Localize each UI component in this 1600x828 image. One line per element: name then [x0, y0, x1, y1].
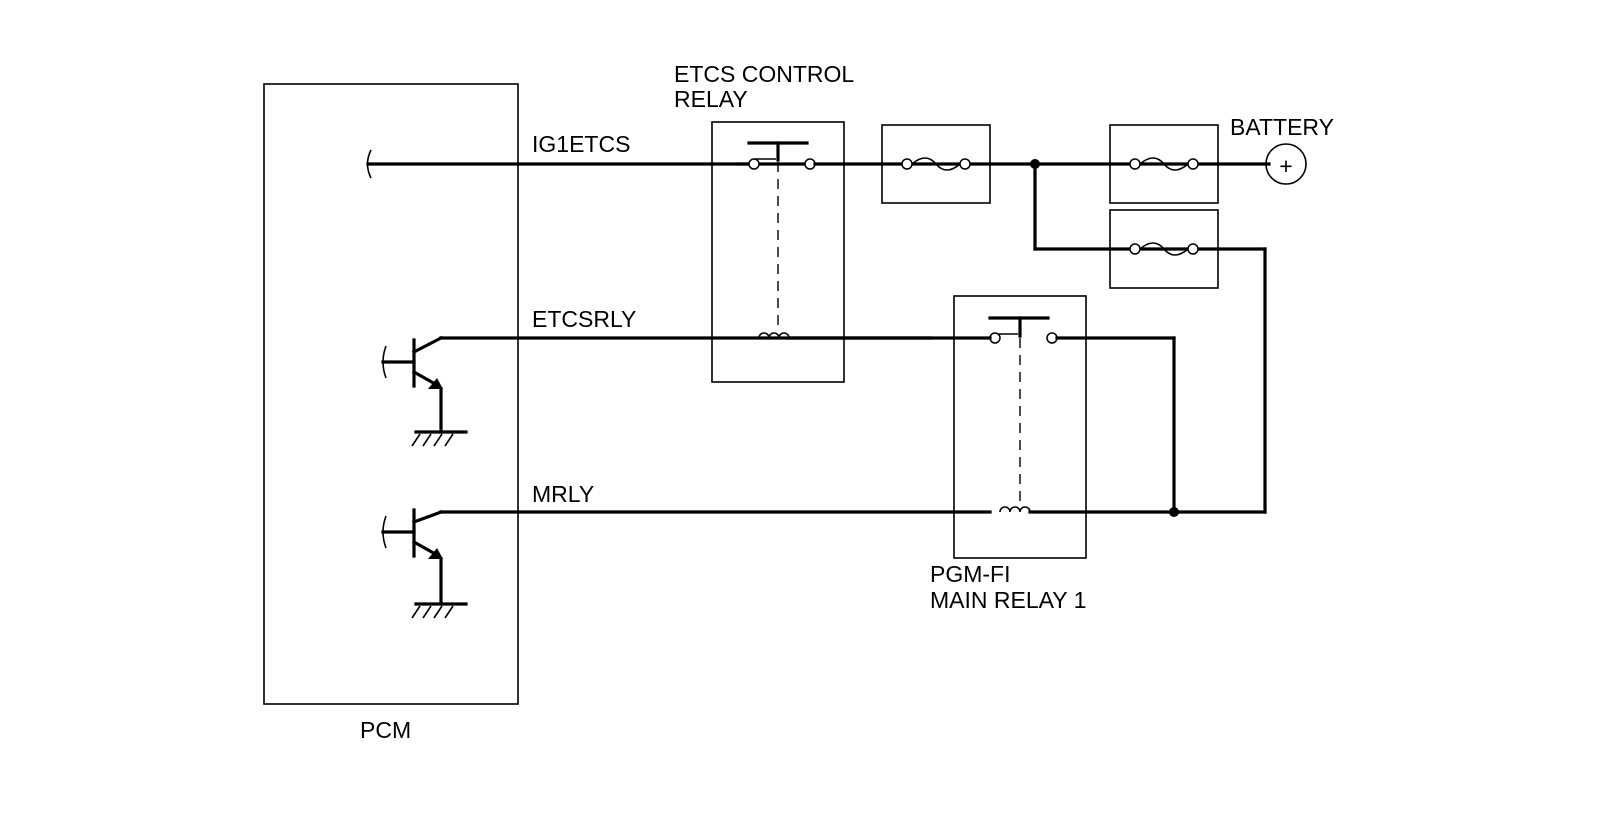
- etcs-relay-label-line1: ETCS CONTROL: [674, 61, 854, 87]
- wire-label-ig1etcs: IG1ETCS: [532, 131, 630, 157]
- mrly-driver-transistor: [381, 508, 992, 619]
- battery-plus: +: [1279, 153, 1292, 179]
- etcs-control-relay: [711, 121, 845, 383]
- etcsrly-driver-transistor: [381, 335, 932, 447]
- etcs-relay-label-line2: RELAY: [674, 86, 748, 112]
- main-relay-label-line2: MAIN RELAY 1: [930, 587, 1086, 613]
- battery-icon: +: [1265, 143, 1307, 185]
- main-relay-label-line1: PGM-FI: [930, 561, 1011, 587]
- wire-label-etcsrly: ETCSRLY: [532, 306, 636, 332]
- fuse-etcs: [881, 124, 991, 204]
- ground-icon: [411, 602, 468, 619]
- junction-dot: [1169, 507, 1179, 517]
- pcm-module: PCM: [263, 83, 519, 743]
- fuse-battery: [1109, 124, 1219, 204]
- ground-icon: [411, 430, 468, 447]
- pgm-fi-main-relay-1: [953, 295, 1087, 559]
- wire-label-mrly: MRLY: [532, 481, 594, 507]
- pcm-label: PCM: [360, 717, 411, 743]
- fuse-main-relay: [1109, 209, 1219, 289]
- battery-label: BATTERY: [1230, 114, 1334, 140]
